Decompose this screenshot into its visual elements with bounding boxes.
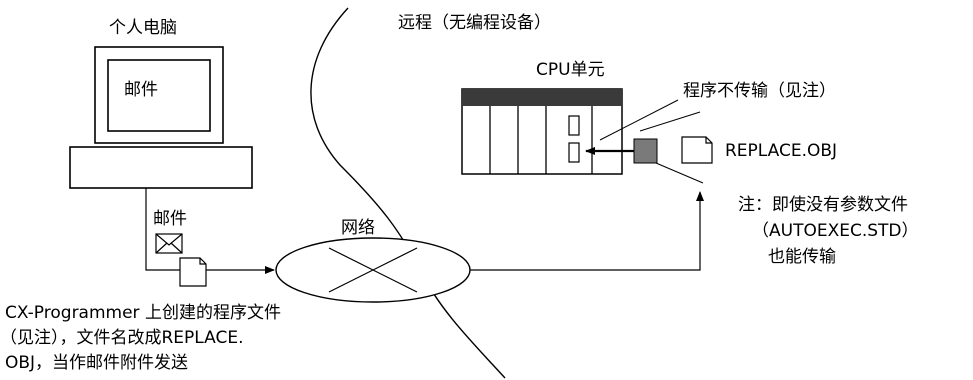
plc-top-band — [462, 89, 622, 106]
caption-line-3: OBJ，当作邮件附件发送 — [5, 353, 188, 373]
boundary-curve — [310, 7, 506, 379]
note-line-3: 也能传输 — [768, 247, 836, 267]
mail-label: 邮件 — [153, 209, 187, 229]
no-transfer-label: 程序不传输（见注） — [683, 81, 836, 101]
network-label: 网络 — [341, 218, 375, 238]
pc-illustration — [69, 46, 253, 189]
pc-base — [69, 146, 253, 189]
callout-leader-upper — [639, 111, 701, 132]
remote-label: 远程（无编程设备） — [398, 13, 551, 33]
no-transfer-leader — [599, 99, 679, 141]
cpu-label: CPU单元 — [536, 60, 605, 80]
network-ellipse — [275, 237, 471, 303]
note-line-2: （AUTOEXEC.STD） — [752, 221, 919, 241]
callout-leader-lower — [655, 162, 704, 184]
pc-screen — [107, 59, 211, 132]
plc-slot-lower — [568, 142, 580, 163]
note-line-1: 注：即使没有参数文件 — [738, 194, 908, 215]
memory-card — [633, 138, 658, 164]
pc-title: 个人电脑 — [109, 18, 177, 38]
caption-line-2: （见注），文件名改成REPLACE. — [0, 328, 244, 348]
network-to-cpu-line — [470, 191, 704, 271]
file-label: REPLACE.OBJ — [725, 141, 837, 161]
pc-screen-text: 邮件 — [124, 80, 158, 100]
replace-obj-file-icon — [681, 136, 713, 164]
envelope-icon — [155, 233, 183, 254]
plc-rack — [461, 88, 623, 175]
plc-slot-upper — [568, 115, 580, 136]
pc-to-network-line — [145, 188, 275, 274]
attachment-document-icon — [179, 257, 207, 287]
caption-line-1: CX-Programmer 上创建的程序文件 — [5, 303, 281, 323]
